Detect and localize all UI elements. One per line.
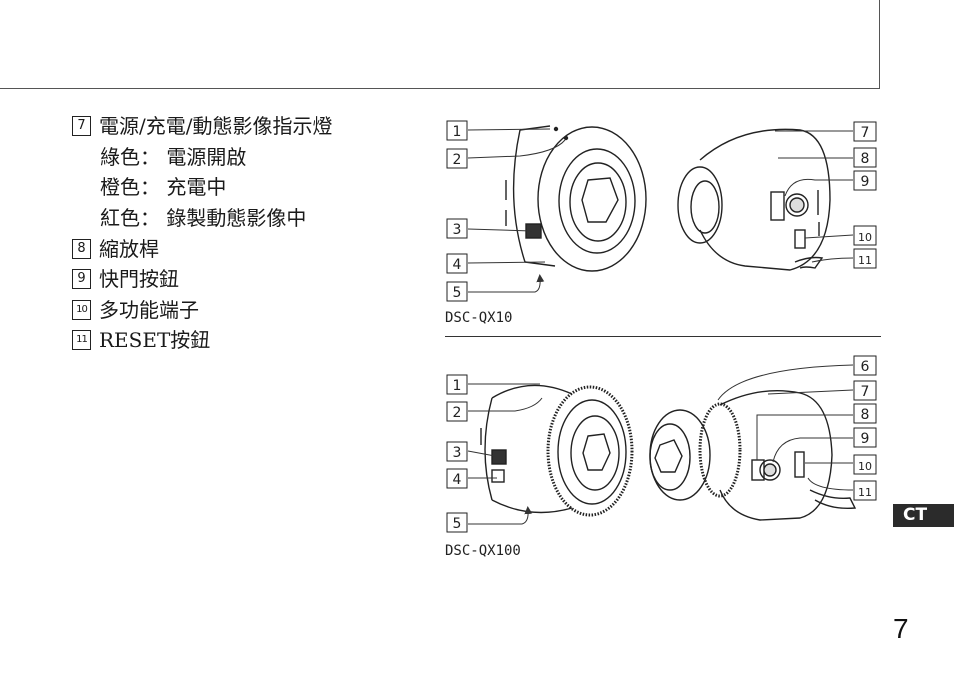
legend-text: RESET按鈕: [99, 328, 211, 352]
qx10-callout-3: 3: [453, 222, 462, 238]
callout-number: 9: [72, 269, 91, 289]
legend-text: 縮放桿: [99, 237, 159, 261]
legend-text: 電源/充電/動態影像指示燈: [99, 114, 333, 138]
qx10-callout-10: 10: [858, 231, 872, 244]
qx100-callout-4: 4: [453, 472, 462, 488]
callout-number: 10: [72, 300, 91, 320]
qx10-callout-4: 4: [453, 257, 462, 273]
header-frame: [0, 0, 880, 89]
qx10-callout-8: 8: [861, 151, 870, 167]
legend-subitem-red: 紅色： 錄製動態影像中: [100, 206, 306, 230]
qx100-callout-7: 7: [861, 384, 870, 400]
legend-item-10: 10 多功能端子: [72, 298, 199, 322]
qx100-caption: DSC-QX100: [445, 543, 521, 559]
qx100-callout-9: 9: [861, 431, 870, 447]
legend-text: 綠色： 電源開啟: [100, 145, 247, 169]
qx10-callout-1: 1: [453, 124, 462, 140]
qx10-callout-2: 2: [453, 152, 462, 168]
qx10-front-illustration: [505, 125, 647, 272]
qx100-callout-11: 11: [858, 486, 872, 499]
legend-text: 紅色： 錄製動態影像中: [100, 206, 307, 230]
callout-number: 11: [72, 330, 91, 350]
qx10-caption: DSC-QX10: [445, 310, 513, 326]
qx100-front-illustration: [480, 384, 634, 517]
qx100-callout-8: 8: [861, 407, 870, 423]
qx10-callout-5: 5: [453, 285, 462, 301]
qx100-callout-10: 10: [858, 460, 872, 473]
qx100-callout-3: 3: [453, 445, 462, 461]
qx100-callout-1: 1: [453, 378, 462, 394]
legend-item-7: 7 電源/充電/動態影像指示燈: [72, 114, 332, 138]
legend-subitem-green: 綠色： 電源開啟: [100, 145, 246, 169]
legend-subitem-orange: 橙色： 充電中: [100, 175, 226, 199]
figure-divider: [445, 336, 881, 337]
page-number: 7: [893, 613, 909, 644]
callout-number: 8: [72, 239, 91, 259]
legend-item-11: 11 RESET按鈕: [72, 328, 210, 352]
qx10-callout-7: 7: [861, 125, 870, 141]
qx100-callout-5: 5: [453, 516, 462, 532]
legend-item-8: 8 縮放桿: [72, 237, 159, 261]
callout-number: 7: [72, 116, 91, 136]
legend-item-9: 9 快門按鈕: [72, 267, 179, 291]
qx10-callout-11: 11: [858, 254, 872, 267]
qx100-callout-6: 6: [861, 359, 870, 375]
legend-text: 快門按鈕: [99, 267, 179, 291]
qx100-back-illustration: [649, 390, 857, 521]
language-tab: CT: [893, 504, 954, 527]
legend-text: 橙色： 充電中: [100, 175, 227, 199]
legend-text: 多功能端子: [99, 298, 199, 322]
qx10-callout-9: 9: [861, 174, 870, 190]
qx10-back-illustration: [677, 128, 831, 271]
qx100-callout-2: 2: [453, 405, 462, 421]
